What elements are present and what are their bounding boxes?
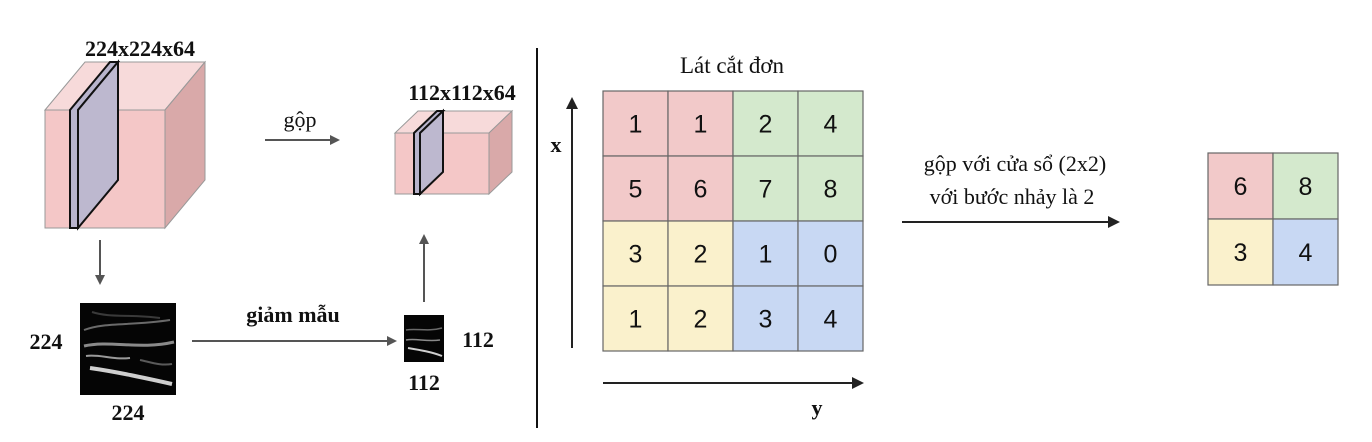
input-matrix-cell-r1c3 [797,155,864,222]
input-matrix-cell-r2c3 [797,220,864,287]
input-matrix-value-r1c2: 7 [759,176,773,204]
output-matrix-value-r1c1: 4 [1299,239,1313,267]
input-slice-width-label: 224 [112,400,145,425]
input-matrix-value-r0c3: 4 [824,111,838,139]
output-slice-height-label: 112 [462,327,494,352]
output-matrix-value-r0c1: 8 [1299,173,1313,201]
output-matrix-value-r0c0: 6 [1234,173,1248,201]
pool-label: gộp [284,107,317,132]
input-matrix-value-r2c3: 0 [824,241,838,269]
input-matrix-value-r1c0: 5 [629,176,643,204]
input-matrix-cell-r0c1 [667,90,734,157]
input-matrix-cell-r1c1 [667,155,734,222]
input-matrix-value-r3c3: 4 [824,306,838,334]
input-slice-image [80,303,176,395]
input-matrix-value-r2c0: 3 [629,241,643,269]
input-matrix-value-r3c0: 1 [629,306,643,334]
downsample-label: giảm mẫu [246,302,340,327]
output-volume-label: 112x112x64 [408,80,516,105]
output-matrix: 6 8 3 4 [1207,152,1339,286]
output-slice-image [404,315,444,362]
input-matrix-value-r1c3: 8 [824,176,838,204]
x-axis-label: x [551,132,562,157]
input-matrix-cell-r3c0 [602,285,669,352]
input-matrix-value-r0c1: 1 [694,111,708,139]
output-matrix-cell-r0c0 [1207,152,1274,220]
input-matrix-cell-r2c2 [732,220,799,287]
pooling-caption-line1: gộp với cửa sổ (2x2) [924,151,1106,176]
single-slice-title: Lát cắt đơn [680,53,785,78]
input-slice-height-label: 224 [30,329,63,354]
output-matrix-cell-r1c0 [1207,218,1274,286]
pooling-caption-line2: với bước nhảy là 2 [930,184,1095,209]
input-matrix-value-r1c1: 6 [694,176,708,204]
output-matrix-value-r1c0: 3 [1234,239,1248,267]
input-matrix-value-r2c2: 1 [759,241,773,269]
input-cube-slice-face [77,59,119,231]
y-axis-label: y [812,395,823,420]
output-cube-slice-face [419,108,444,197]
output-volume-cube [393,108,514,197]
input-matrix-value-r3c1: 2 [694,306,708,334]
input-matrix: 1 1 2 4 5 6 7 8 3 2 1 0 1 2 3 4 [602,90,864,352]
output-matrix-cell-r1c1 [1272,218,1339,286]
input-matrix-cell-r1c0 [602,155,669,222]
input-matrix-cell-r1c2 [732,155,799,222]
input-matrix-cell-r3c3 [797,285,864,352]
input-matrix-value-r0c0: 1 [629,111,643,139]
input-matrix-value-r2c1: 2 [694,241,708,269]
output-slice-width-label: 112 [408,370,440,395]
input-volume-label: 224x224x64 [85,36,195,61]
input-matrix-cell-r0c2 [732,90,799,157]
input-matrix-value-r3c2: 3 [759,306,773,334]
input-matrix-cell-r2c0 [602,220,669,287]
input-volume-cube [43,59,207,231]
input-matrix-cell-r3c1 [667,285,734,352]
input-matrix-value-r0c2: 2 [759,111,773,139]
